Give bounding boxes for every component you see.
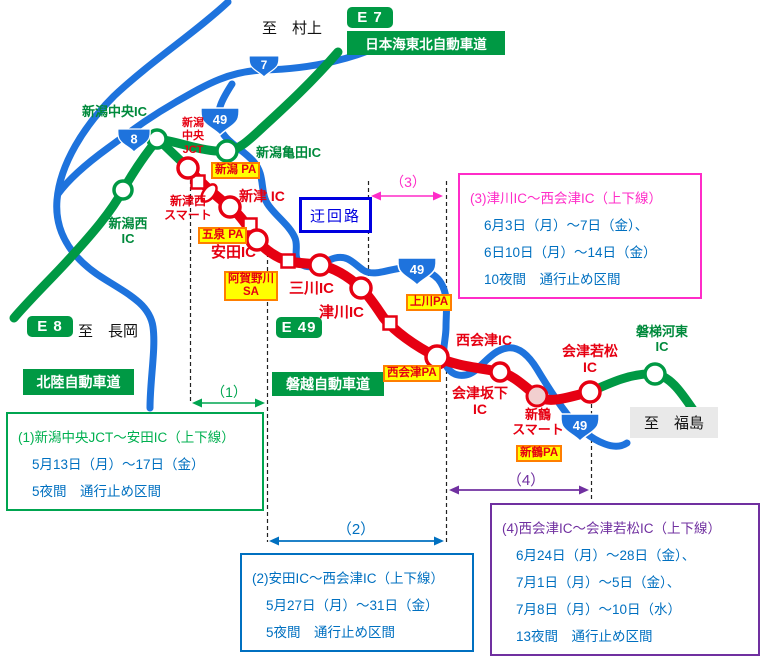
niigata-nishi-ic-circle — [112, 179, 134, 201]
section2-marker: （2） — [336, 521, 376, 538]
section4-dates-3: 7月8日（月）～10日（水） — [516, 601, 682, 617]
aizu-wakamatsu-ic-circle — [578, 380, 602, 404]
route-shield-8: 8 — [117, 128, 151, 153]
route-shield-49-north-number: 49 — [213, 112, 227, 127]
section1-summary: 5夜間 通行止め区間 — [32, 483, 162, 499]
aganogawa-sa-marker — [280, 253, 296, 269]
section2-title: (2)安田IC～西会津IC（上下線） — [252, 570, 444, 586]
route-shields: 7 49 8 49 49 — [117, 55, 600, 443]
section3-info-box: (3)津川IC～西会津IC（上下線） 6月3日（月）～7日（金）、 6日10日（… — [458, 173, 702, 299]
section3-title: (3)津川IC～西会津IC（上下線） — [470, 190, 662, 206]
aizu-bange-ic-label: 会津坂下 IC — [452, 385, 508, 418]
section1-info-box: (1)新潟中央JCT～安田IC（上下線） 5月13日（月）～17日（金） 5夜間… — [6, 412, 264, 511]
section3-arrow — [371, 191, 443, 201]
e8-name-plate: 北陸自動車道 — [23, 369, 134, 395]
gosen-pa-badge: 五泉 PA — [198, 227, 248, 245]
niitsu-nishi-smart-label: 新津西 スマート — [164, 194, 212, 222]
section2-info-box: (2)安田IC～西会津IC（上下線） 5月27日（月）～31日（金） 5夜間 通… — [240, 553, 474, 652]
detour-box: 迂回路 — [299, 197, 372, 233]
route-shield-7-number: 7 — [261, 59, 268, 72]
bandai-kawahigashi-ic-circle — [643, 362, 667, 386]
section3-summary: 10夜間 通行止め区間 — [484, 271, 621, 287]
route-shield-49-mid: 49 — [397, 257, 437, 287]
section3-dates-2: 6日10日（月）～14日（金） — [484, 244, 657, 260]
pa-square-markers — [190, 174, 398, 331]
aizu-wakamatsu-ic-label: 会津若松 IC — [562, 343, 618, 376]
nishiaizu-pa-badge: 西会津PA — [383, 365, 441, 383]
section1-marker: （1） — [211, 384, 247, 400]
destination-fukushima: 至 福島 — [630, 407, 718, 438]
niigata-nishi-ic-label: 新潟西 IC — [108, 216, 148, 246]
niitsuru-smart-label: 新鶴 スマート — [512, 407, 564, 437]
route-shield-49-north: 49 — [200, 107, 240, 137]
route-shield-49-east: 49 — [560, 413, 600, 443]
e8-badge: E 8 — [27, 316, 73, 337]
route-shield-49-mid-number: 49 — [410, 262, 424, 277]
route-shield-8-number: 8 — [130, 131, 137, 146]
niigata-kameda-ic-circle — [215, 139, 239, 163]
road-green-hokuriku — [9, 134, 163, 323]
niitsu-nishi-smart-marker — [200, 183, 218, 203]
section1-arrow — [192, 398, 265, 408]
e49-name-plate: 磐越自動車道 — [272, 372, 384, 396]
section3-dates-1: 6月3日（月）～7日（金）、 — [484, 217, 649, 233]
niigata-chuo-jct-circle — [176, 156, 200, 180]
mikawa-ic-circle — [308, 253, 332, 277]
e7-name-plate: 日本海東北自動車道 — [347, 31, 505, 55]
niigata-chuo-ic-label: 新潟中央IC — [82, 104, 148, 119]
green-ic-circles — [112, 128, 667, 386]
bandai-kawahigashi-ic-label: 磐梯河東 IC — [635, 324, 688, 354]
route-shield-49-east-number: 49 — [573, 418, 587, 433]
niigata-pa-badge: 新潟 PA — [211, 162, 261, 180]
aizu-bange-ic-circle — [489, 361, 511, 383]
section4-summary: 13夜間 通行止め区間 — [516, 628, 653, 644]
section4-info-box: (4)西会津IC～会津若松IC（上下線） 6月24日（月）～28日（金）、 7月… — [490, 503, 760, 656]
e49-badge: E 49 — [276, 317, 322, 338]
niitsu-ic-circle — [218, 195, 242, 219]
section4-title: (4)西会津IC～会津若松IC（上下線） — [502, 520, 721, 536]
red-ic-circles — [176, 156, 602, 404]
niigata-pa-marker — [190, 174, 206, 190]
niitsu-ic-label: 新津 IC — [239, 188, 285, 204]
destination-murakami: 至 村上 — [262, 20, 323, 37]
tsugawa-ic-label: 津川IC — [319, 304, 365, 321]
section3-marker: （3） — [390, 174, 426, 190]
destination-nagaoka: 至 長岡 — [78, 323, 139, 340]
section4-dates-1: 6月24日（月）～28日（金）、 — [516, 547, 696, 563]
niigata-chuo-jct-label: 新潟 中央 JCT — [182, 117, 204, 156]
section4-dates-2: 7月1日（月）～5日（金）、 — [516, 574, 681, 590]
e7-badge: E 7 — [347, 7, 393, 28]
route-shield-7: 7 — [248, 55, 280, 78]
yasuda-ic-label: 安田IC — [211, 244, 257, 261]
kamikawa-pa-badge: 上川PA — [406, 294, 453, 312]
section4-marker: （4） — [506, 472, 546, 489]
road-blue-route7 — [54, 32, 404, 198]
section1-title: (1)新潟中央JCT～安田IC（上下線） — [18, 429, 235, 445]
niitsuru-smart-ic-circle — [525, 384, 549, 408]
mikawa-ic-label: 三川IC — [289, 280, 335, 297]
niitsuru-pa-badge: 新鶴PA — [516, 445, 563, 463]
tsugawa-ic-circle — [349, 276, 373, 300]
section4-arrow — [449, 485, 589, 495]
niigata-kameda-ic-label: 新潟亀田IC — [256, 145, 322, 160]
nishi-aizu-ic-label: 西会津IC — [456, 332, 512, 348]
road-blue-west-loop — [53, 0, 232, 412]
kamikawa-pa-marker — [382, 315, 398, 331]
aganogawa-sa-badge: 阿賀野川 SA — [224, 271, 278, 302]
road-green-nihonkai-tohoku — [153, 47, 343, 156]
section2-dates: 5月27日（月）～31日（金） — [266, 597, 439, 613]
section2-summary: 5夜間 通行止め区間 — [266, 624, 396, 640]
section-arrows — [192, 191, 589, 546]
section2-arrow — [269, 536, 444, 546]
section1-dates: 5月13日（月）～17日（金） — [32, 456, 205, 472]
